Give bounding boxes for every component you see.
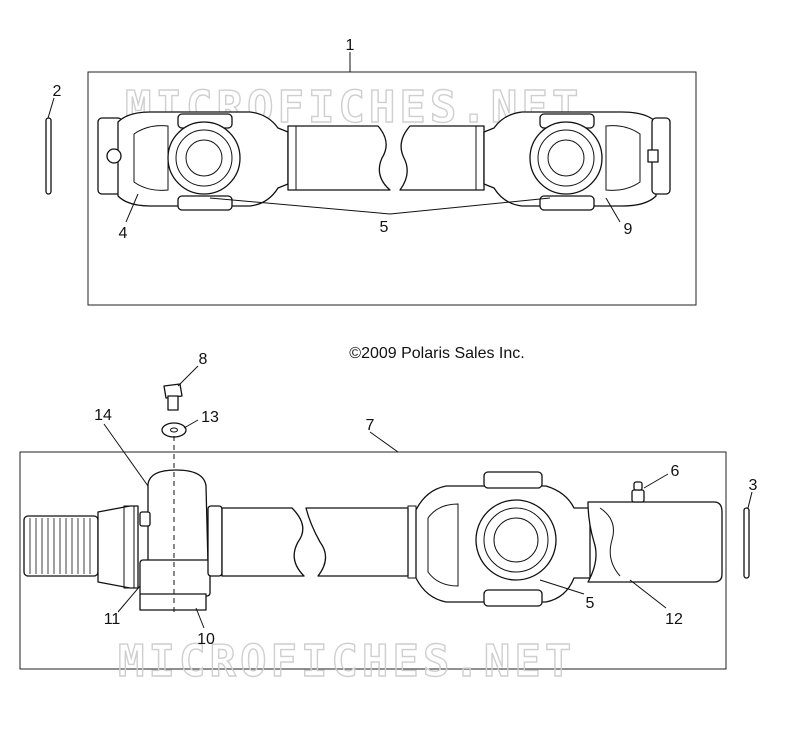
callout-10: 10 — [197, 631, 215, 648]
callout-6: 6 — [671, 463, 680, 480]
watermark-bottom: MICROFICHES.NET — [118, 636, 575, 687]
leader-6 — [643, 473, 669, 489]
callout-11: 11 — [104, 611, 121, 628]
callout-7: 7 — [366, 417, 375, 434]
leader-8 — [177, 365, 199, 387]
leader-7 — [369, 431, 399, 453]
callout-3: 3 — [749, 477, 758, 494]
callout-4: 4 — [119, 225, 128, 242]
callout-12: 12 — [665, 611, 683, 628]
leader-11 — [117, 585, 141, 613]
leader-3 — [747, 491, 753, 509]
callout-14: 14 — [94, 407, 112, 424]
callout-5-top: 5 — [380, 219, 389, 236]
copyright-notice: ©2009 Polaris Sales Inc. — [349, 345, 524, 362]
front-prop-shaft-drawing — [97, 111, 671, 211]
leader-9 — [605, 197, 621, 223]
washer-13 — [161, 422, 187, 438]
callout-9: 9 — [624, 221, 633, 238]
callout-5-bottom: 5 — [586, 595, 595, 612]
bolt-8 — [163, 383, 183, 411]
assembly-frame-top — [87, 71, 697, 306]
callout-13: 13 — [201, 409, 219, 426]
leader-12 — [629, 579, 667, 609]
leader-4 — [125, 193, 139, 223]
callout-2: 2 — [53, 83, 62, 100]
leader-13 — [183, 419, 199, 429]
leader-5-bottom — [539, 579, 585, 595]
callout-1: 1 — [346, 37, 355, 54]
retaining-ring-2 — [45, 117, 52, 195]
retaining-ring-3 — [743, 507, 750, 579]
callout-8: 8 — [199, 351, 208, 368]
leader-10 — [195, 607, 205, 629]
assembly-frame-bottom — [19, 451, 727, 670]
leader-5-top — [209, 197, 551, 215]
rear-prop-shaft-drawing — [23, 436, 723, 612]
leader-2 — [47, 97, 55, 119]
leader-14 — [103, 423, 149, 487]
